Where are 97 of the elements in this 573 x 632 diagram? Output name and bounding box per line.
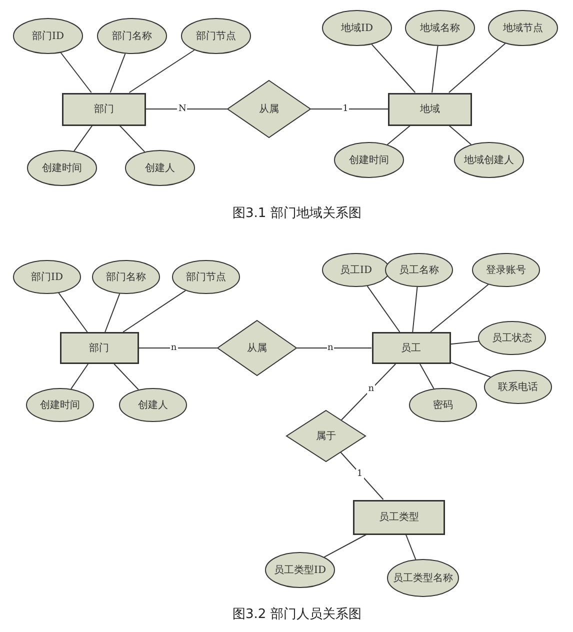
connector-line [386,125,411,146]
connector-line [128,50,195,93]
node-label: 创建人 [145,162,175,175]
entity-box [372,332,450,364]
connector-line [366,286,400,332]
node-label: 密码 [433,398,453,412]
connector-line [405,534,416,560]
attribute-ellipse [26,388,94,422]
connector-line [310,108,388,110]
connector-line [119,125,146,152]
node-label: 地域ID [341,22,373,35]
cardinality-label: 1 [342,104,350,114]
attribute-ellipse [387,559,459,597]
attribute-ellipse [385,253,453,287]
connector-line [104,293,120,332]
attribute-ellipse [488,10,558,46]
node-label: 创建时间 [40,398,80,412]
connector-line [448,43,506,93]
attribute-ellipse [322,253,390,287]
node-label: 部门ID [31,270,63,284]
node-label: 部门名称 [106,270,146,284]
attribute-ellipse [97,18,167,54]
connector-line [324,534,367,558]
node-label: 创建人 [138,398,168,412]
node-label: 员工类型名称 [393,572,453,585]
node-label: 地域节点 [503,22,543,35]
attribute-ellipse [125,150,195,186]
cardinality-label: 1 [356,468,364,479]
attribute-ellipse [484,370,552,404]
node-label: 地域创建人 [464,154,514,167]
node-label: 登录账号 [486,264,526,277]
attribute-ellipse [172,260,240,294]
node-label: 员工类型 [379,510,419,524]
relationship-diamond [227,80,311,138]
connector-line [430,284,489,332]
connector-line [146,108,228,110]
node-label: 联系电话 [498,380,538,394]
connector-line [110,53,126,93]
node-label: 地域 [420,102,440,116]
connector-line [412,286,418,332]
attribute-ellipse [322,10,392,46]
node-label: 部门名称 [112,30,152,43]
attribute-ellipse [334,142,404,178]
connector-line [58,292,88,332]
relationship-diamond [286,410,366,462]
connector-line [60,52,92,93]
connector-line [432,45,438,93]
attribute-ellipse [119,388,187,422]
node-label: 地域名称 [420,22,460,35]
attribute-ellipse [181,18,251,54]
node-label: 部门节点 [196,30,236,43]
connector-line [450,340,480,345]
node-label: 创建时间 [349,154,389,167]
entity-box [60,332,138,364]
node-label: 部门ID [32,30,64,43]
cardinality-label: N [177,104,188,114]
connector-line [122,290,186,332]
attribute-ellipse [92,260,160,294]
attribute-ellipse [454,142,524,178]
figure-caption: 图3.1 部门地域关系图 [232,205,362,222]
node-label: 从属 [259,102,279,116]
connector-line [419,364,434,390]
connector-line [114,364,139,390]
node-label: 部门 [89,342,109,355]
entity-box [353,500,445,534]
node-label: 员工ID [340,264,372,277]
connector-line [74,125,93,152]
node-label: 员工 [401,342,421,355]
entity-box [62,92,146,126]
cardinality-label: n [326,343,334,353]
node-label: 部门节点 [186,270,226,284]
connector-line [340,452,384,500]
node-label: 创建时间 [42,162,82,175]
connector-line [340,364,396,421]
connector-line [448,125,472,146]
figure-caption: 图3.2 部门人员关系图 [232,606,362,623]
cardinality-label: n [170,343,178,353]
entity-box [388,92,472,126]
node-label: 员工状态 [492,332,532,345]
attribute-ellipse [409,388,477,422]
attribute-ellipse [478,321,546,355]
attribute-ellipse [472,253,540,287]
attribute-ellipse [265,552,335,588]
node-label: 员工类型ID [274,564,326,577]
node-label: 部门 [94,102,114,116]
node-label: 属于 [316,430,336,443]
node-label: 从属 [247,342,267,355]
relationship-diamond [217,320,297,376]
connector-line [450,362,492,378]
attribute-ellipse [13,260,81,294]
node-label: 员工名称 [399,264,439,277]
attribute-ellipse [13,18,83,54]
attribute-ellipse [405,10,475,46]
connector-line [70,364,89,390]
attribute-ellipse [27,150,97,186]
cardinality-label: n [367,384,375,394]
connector-line [371,44,416,93]
